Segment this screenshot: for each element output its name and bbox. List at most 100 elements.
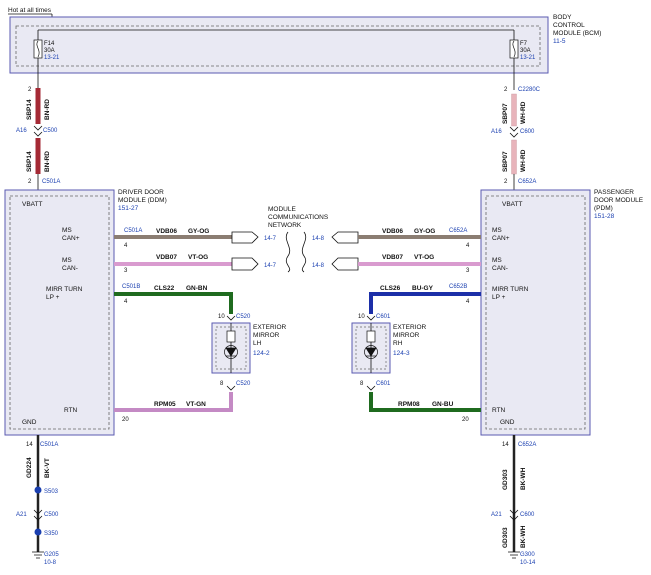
ddm-gnd-connector: C501A — [40, 442, 58, 448]
splice-s503-dot — [34, 486, 42, 494]
left-power-wire-1-label: SBP14 — [26, 99, 33, 120]
right-power-wire-1-color: WH-RD — [520, 101, 527, 124]
left-twisted-pair-icon — [285, 231, 291, 273]
left-power-conn: C500 — [43, 128, 58, 134]
ddm-mirr-turn-line-2: LP + — [46, 294, 60, 301]
ddm-can-minus-line-2: CAN- — [62, 265, 78, 272]
ddm-title-line-1: DRIVER DOOR — [118, 189, 164, 196]
right-twisted-pair-icon — [301, 231, 307, 273]
left-can-minus-plug — [231, 257, 259, 271]
pdm-can-plus-line-2: CAN+ — [492, 235, 510, 242]
ddm-inner-outline — [9, 195, 110, 430]
pdm-title-line-3: (PDM) — [594, 205, 613, 212]
pdm-title: PASSENGER DOOR MODULE (PDM) 151-28 — [594, 189, 644, 220]
pdm-can-plus-label: MS CAN+ — [492, 227, 510, 242]
left-gnd-color: BK-VT — [44, 458, 51, 478]
left-gnd-wire-color-label: BK-VT — [44, 458, 51, 478]
left-gnd-conn-pin: A21 — [16, 512, 27, 518]
left-can-minus-circuit: VDB07 — [156, 254, 177, 261]
rh-mirror-bottom-conn: C601 — [376, 381, 391, 387]
pdm-ref: 151-28 — [594, 213, 615, 220]
right-gnd-conn: C600 — [520, 512, 535, 518]
right-power-bottom-pin: 2 — [504, 179, 508, 185]
left-gnd-circuit: GD224 — [26, 457, 33, 478]
pdm-inner-outline — [485, 195, 586, 430]
right-can-minus-plug — [331, 257, 359, 271]
right-power-wire-2-color: WH-RD — [520, 149, 527, 172]
ddm-title: DRIVER DOOR MODULE (DDM) 151-27 — [118, 189, 167, 212]
fuse-f14-element — [36, 40, 40, 58]
ddm-gnd-pin: 14 — [26, 442, 33, 448]
fuse-f7-name: F7 — [520, 41, 528, 47]
lh-mirror-top-connector-symbol — [226, 315, 236, 321]
right-gnd-conn-pin: A21 — [491, 512, 502, 518]
left-can-plus-circuit: VDB06 — [156, 228, 177, 235]
right-power-wire-1-label: SBP07 — [502, 103, 509, 124]
rh-mirror-title-line-3: RH — [393, 340, 403, 347]
left-can-plus-wire — [114, 235, 232, 239]
right-can-plus-color: GY-OG — [414, 228, 435, 235]
left-power-wire-2-label: SBP14 — [26, 151, 33, 172]
lh-mirror-title-line-2: MIRROR — [253, 332, 280, 339]
right-gnd-wire-2-color-label: BK-WH — [520, 525, 527, 548]
lh-mirror-bottom-conn: C520 — [236, 381, 251, 387]
lh-mirror-title-line-3: LH — [253, 340, 262, 347]
right-gnd-connector-symbol — [509, 509, 519, 521]
right-gnd-wire-2-label: GD303 — [502, 527, 509, 548]
pdm-rtn-label: RTN — [492, 407, 506, 414]
left-power-wire-1-color-label: BN-RD — [44, 99, 51, 120]
bcm-title-line-3: MODULE (BCM) — [553, 30, 601, 37]
rh-mirror-ref: 124-3 — [393, 350, 410, 357]
ddm-can-plus-line-1: MS — [62, 227, 72, 234]
right-power-conn-pin: A16 — [491, 129, 502, 135]
right-can-minus-circuit: VDB07 — [382, 254, 403, 261]
bcm-title-line-2: CONTROL — [553, 22, 585, 29]
rh-mirror-title-line-1: EXTERIOR — [393, 324, 427, 331]
left-can-minus-wire — [114, 262, 232, 266]
pdm-can-plus-pin: 4 — [466, 243, 470, 249]
right-power-connector-symbol — [509, 126, 519, 138]
pdm-vbatt-label: VBATT — [502, 201, 522, 208]
ground-g300-label: G300 — [520, 552, 535, 558]
ddm-can-minus-pin: 3 — [124, 268, 128, 274]
left-power-wire-1-color: BN-RD — [44, 99, 51, 120]
rh-mirror-led-icon — [365, 347, 377, 357]
left-can-minus-color: VT-OG — [188, 254, 208, 261]
lh-mirror-led-circle — [224, 345, 238, 359]
ddm-mirr-turn-connector: C501B — [122, 284, 140, 290]
right-gnd-wire-2-color: BK-WH — [520, 525, 527, 548]
pdm-can-minus-line-2: CAN- — [492, 265, 508, 272]
left-rtn-circuit: RPM05 — [154, 401, 176, 408]
bcm-module-box — [9, 16, 549, 74]
left-rtn-wire — [114, 392, 233, 412]
left-power-wire-2-circuit: SBP14 — [26, 151, 33, 172]
right-can-minus-wire — [358, 262, 481, 266]
ground-g205-ref: 10-8 — [44, 560, 57, 566]
left-can-minus-ref: 14-7 — [264, 263, 277, 269]
ddm-ref: 151-27 — [118, 205, 139, 212]
left-turn-circuit: CLS22 — [154, 285, 175, 292]
ddm-can-minus-line-1: MS — [62, 257, 72, 264]
left-power-wire-1-circuit: SBP14 — [26, 99, 33, 120]
pdm-title-line-2: DOOR MODULE — [594, 197, 644, 204]
right-can-minus-color: VT-OG — [414, 254, 434, 261]
right-can-plus-circuit: VDB06 — [382, 228, 403, 235]
rh-mirror-top-pin: 10 — [358, 314, 365, 320]
bcm-ref: 11-5 — [553, 38, 566, 45]
fuse-f7-amps: 30A — [520, 48, 531, 54]
ddm-can-minus-label: MS CAN- — [62, 257, 78, 272]
left-power-wire-2-color: BN-RD — [44, 151, 51, 172]
rh-mirror-title: EXTERIOR MIRROR RH — [393, 324, 428, 347]
lh-mirror-title: EXTERIOR MIRROR LH — [253, 324, 288, 347]
lh-mirror-title-line-1: EXTERIOR — [253, 324, 287, 331]
rh-mirror-resistor — [366, 330, 376, 343]
left-gnd-connector-symbol — [33, 509, 43, 521]
right-power-top-conn: C2280C — [518, 87, 541, 93]
right-turn-circuit: CLS26 — [380, 285, 401, 292]
rh-mirror-title-line-2: MIRROR — [393, 332, 420, 339]
left-gnd-wire-label: GD224 — [26, 457, 33, 478]
left-gnd-conn: C500 — [44, 512, 59, 518]
ddm-can-plus-pin: 4 — [124, 243, 128, 249]
left-can-plus-color: GY-OG — [188, 228, 209, 235]
right-power-wire-2 — [511, 139, 517, 175]
